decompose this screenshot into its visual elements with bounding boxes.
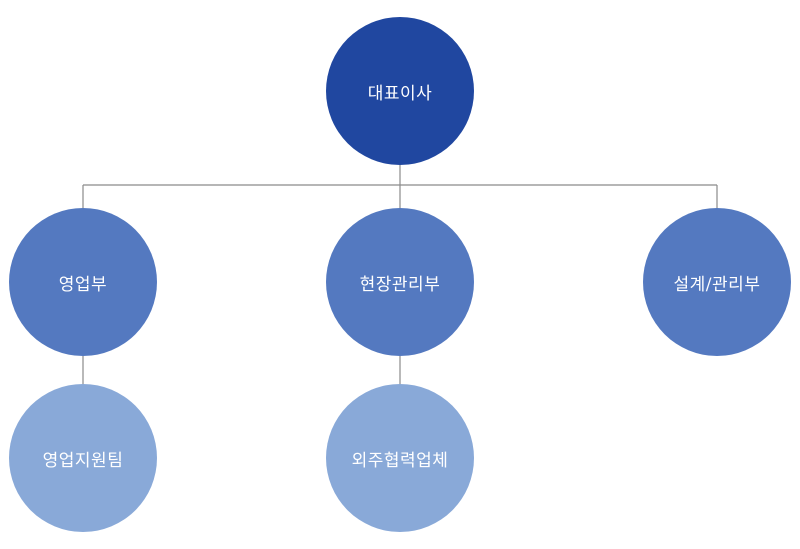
node-site-management-dept-label: 현장관리부 [359,274,441,295]
node-outsourcing-partners: 외주협력업체 [326,384,474,532]
node-sales-support-team-label: 영업지원팀 [42,450,124,471]
node-design-management-dept-label: 설계/관리부 [673,274,761,295]
node-outsourcing-partners-label: 외주협력업체 [351,450,449,471]
node-ceo: 대표이사 [326,17,474,165]
node-design-management-dept: 설계/관리부 [643,208,791,356]
node-sales-support-team: 영업지원팀 [9,384,157,532]
node-sales-dept-label: 영업부 [58,274,108,295]
node-site-management-dept: 현장관리부 [326,208,474,356]
node-ceo-label: 대표이사 [367,83,433,104]
node-sales-dept: 영업부 [9,208,157,356]
